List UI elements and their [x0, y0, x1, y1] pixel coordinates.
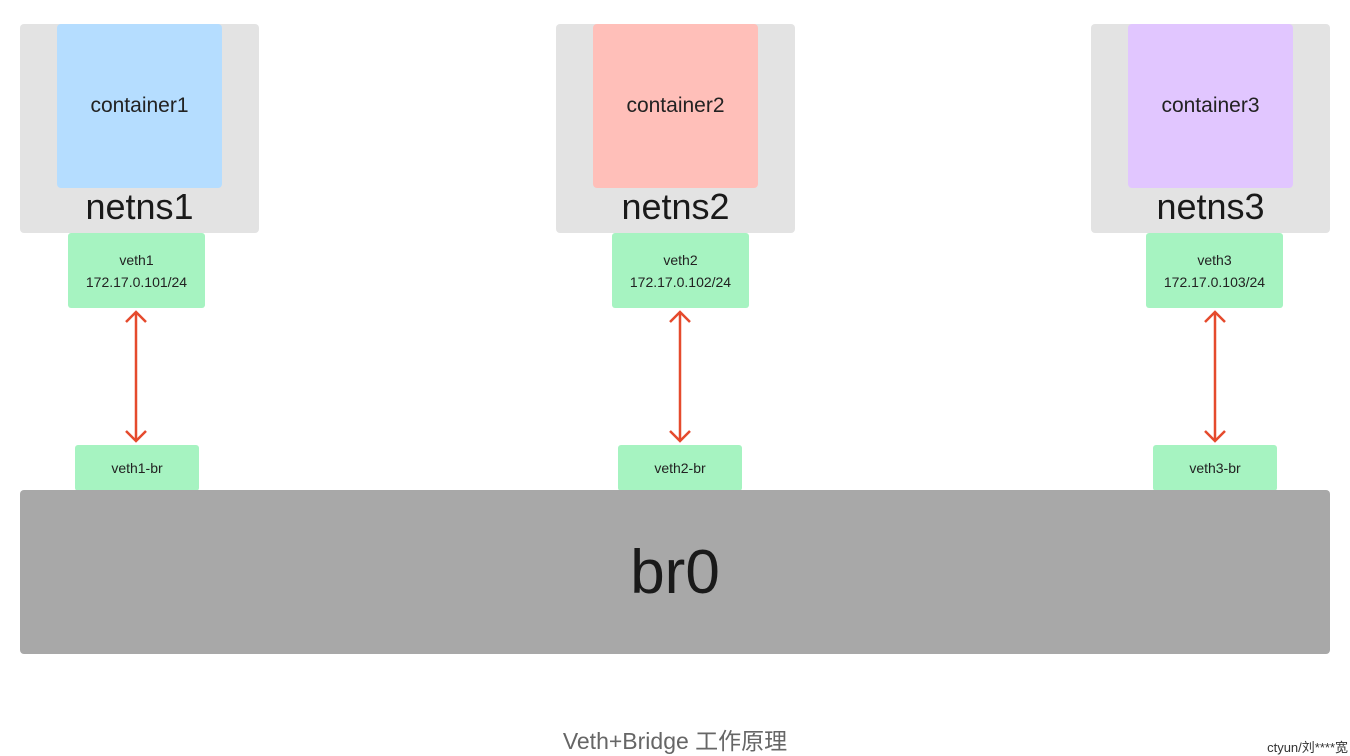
arrow-1 — [125, 310, 147, 443]
diagram-caption: Veth+Bridge 工作原理 — [562, 728, 788, 754]
veth3-box: veth3 172.17.0.103/24 — [1146, 233, 1283, 308]
veth3-name: veth3 — [1197, 251, 1232, 268]
netns1-label: netns1 — [85, 186, 194, 227]
veth3-br-box: veth3-br — [1153, 445, 1277, 491]
netns3-label: netns3 — [1156, 186, 1265, 227]
veth3-br-label: veth3-br — [1189, 460, 1241, 476]
veth2-name: veth2 — [663, 251, 698, 268]
container3-box: container3 — [1128, 24, 1293, 188]
veth1-ip: 172.17.0.101/24 — [85, 273, 188, 290]
veth2-ip: 172.17.0.102/24 — [629, 273, 732, 290]
watermark: ctyun/刘****宽 — [1267, 740, 1348, 755]
container3-label: container3 — [1161, 94, 1260, 117]
container1-box: container1 — [57, 24, 222, 188]
container2-box: container2 — [593, 24, 758, 188]
veth3-ip: 172.17.0.103/24 — [1163, 273, 1266, 290]
veth1-br-box: veth1-br — [75, 445, 199, 491]
veth1-box: veth1 172.17.0.101/24 — [68, 233, 205, 308]
arrow-2 — [669, 310, 691, 443]
arrow-3 — [1204, 310, 1226, 443]
bridge-label: br0 — [630, 537, 720, 607]
container1-label: container1 — [90, 94, 189, 117]
veth2-br-box: veth2-br — [618, 445, 742, 491]
veth2-br-label: veth2-br — [654, 460, 706, 476]
veth1-br-label: veth1-br — [111, 460, 163, 476]
veth1-name: veth1 — [119, 251, 154, 268]
container2-label: container2 — [626, 94, 725, 117]
netns2-label: netns2 — [621, 186, 730, 227]
veth2-box: veth2 172.17.0.102/24 — [612, 233, 749, 308]
bridge-br0: br0 — [20, 490, 1330, 654]
